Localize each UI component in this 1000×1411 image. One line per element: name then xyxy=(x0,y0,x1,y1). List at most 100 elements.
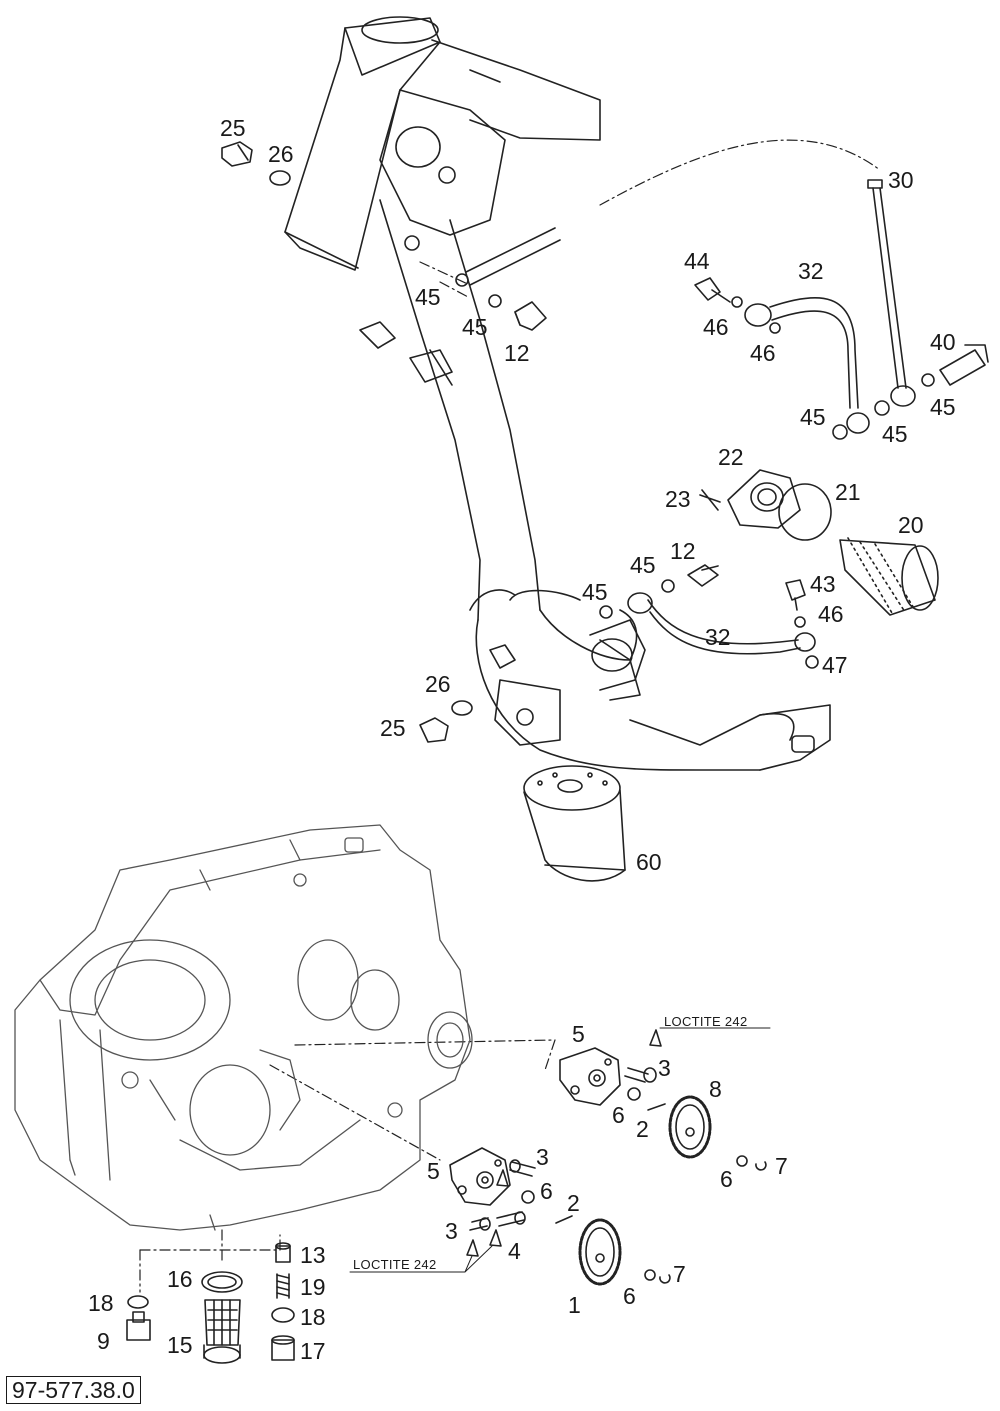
tube-30 xyxy=(867,179,916,407)
loctite-drop-upper xyxy=(649,1029,662,1047)
callout: 16 xyxy=(167,1266,193,1292)
loctite-drop-b xyxy=(466,1239,479,1257)
callout: 45 xyxy=(582,579,608,605)
callout: 6 xyxy=(623,1283,636,1309)
callout: 26 xyxy=(268,141,294,167)
filter-element-20 xyxy=(839,537,939,616)
pin-2-upper xyxy=(647,1103,666,1111)
callout: 2 xyxy=(567,1190,580,1216)
spring-19 xyxy=(276,1273,290,1299)
banjo-bolt-40 xyxy=(939,344,989,386)
callout: 18 xyxy=(88,1290,114,1316)
washer-45-f xyxy=(661,579,675,593)
gear-8 xyxy=(668,1095,712,1159)
o-ring-26-top xyxy=(269,170,291,186)
loctite-drop-c xyxy=(489,1229,502,1247)
callout: 1 xyxy=(568,1292,581,1318)
callout: 5 xyxy=(427,1158,440,1184)
screw-3-upper xyxy=(624,1067,657,1083)
callout: 26 xyxy=(425,671,451,697)
washer-6-right xyxy=(736,1155,748,1167)
washer-6-upper xyxy=(627,1087,641,1101)
washer-45-c xyxy=(921,373,935,387)
banjo-bolt-12-top xyxy=(514,301,547,331)
o-ring-26-lower xyxy=(451,700,473,716)
callout: 46 xyxy=(750,340,776,366)
leader-lines xyxy=(139,139,881,1293)
callout: 12 xyxy=(504,340,530,366)
callout: 13 xyxy=(300,1242,326,1268)
callout: 45 xyxy=(930,394,956,420)
callout: 32 xyxy=(798,258,824,284)
callout: 46 xyxy=(818,601,844,627)
o-ring-21 xyxy=(778,483,832,541)
washer-6-lower-a xyxy=(521,1190,535,1204)
hose-32-upper xyxy=(744,296,870,434)
callout: 8 xyxy=(709,1076,722,1102)
callout: 32 xyxy=(705,624,731,650)
washer-6-lower-b xyxy=(644,1269,656,1281)
callout: 44 xyxy=(684,248,710,274)
plug-25-top xyxy=(221,141,253,167)
callout: 45 xyxy=(882,421,908,447)
pin-2-lower xyxy=(555,1215,573,1224)
loctite-drop-a xyxy=(496,1169,509,1187)
callout: 25 xyxy=(380,715,406,741)
o-ring-18-left xyxy=(127,1295,149,1309)
filter-cover-22 xyxy=(727,469,801,529)
callout: 7 xyxy=(775,1153,788,1179)
banjo-bolt-12-mid xyxy=(687,564,719,587)
pump-cover-5-upper xyxy=(559,1047,621,1106)
callout: 15 xyxy=(167,1332,193,1358)
callout: 45 xyxy=(630,552,656,578)
callout: 43 xyxy=(810,571,836,597)
callout: 40 xyxy=(930,329,956,355)
plug-13 xyxy=(275,1242,291,1263)
pump-cover-5-lower xyxy=(449,1147,511,1206)
spin-on-filter-60 xyxy=(523,765,626,882)
circlip-7-lower xyxy=(659,1274,671,1284)
circlip-7-upper xyxy=(755,1161,767,1171)
plug-17 xyxy=(271,1335,295,1361)
screw-23 xyxy=(699,489,721,511)
callout: 60 xyxy=(636,849,662,875)
loctite-note-lower: LOCTITE 242 xyxy=(353,1257,437,1272)
callout: 45 xyxy=(462,314,488,340)
callout: 17 xyxy=(300,1338,326,1364)
washer-46-c xyxy=(794,616,806,628)
gear-1 xyxy=(578,1218,622,1286)
washer-45-a xyxy=(455,273,469,287)
callout: 19 xyxy=(300,1274,326,1300)
callout: 6 xyxy=(720,1166,733,1192)
washer-45-g xyxy=(599,605,613,619)
washer-47 xyxy=(805,655,819,669)
callout: 23 xyxy=(665,486,691,512)
frame xyxy=(284,16,831,771)
washer-45-e xyxy=(874,400,890,416)
callout: 3 xyxy=(658,1055,671,1081)
strainer-15 xyxy=(203,1299,241,1364)
o-ring-18-right xyxy=(271,1307,295,1323)
callout: 25 xyxy=(220,115,246,141)
banjo-bolt-44 xyxy=(694,277,731,303)
washer-45-b xyxy=(488,294,502,308)
callout: 7 xyxy=(673,1261,686,1287)
o-ring-16 xyxy=(201,1271,243,1293)
callout: 45 xyxy=(415,284,441,310)
document-number: 97-577.38.0 xyxy=(6,1376,141,1404)
loctite-note-upper: LOCTITE 242 xyxy=(664,1014,748,1029)
callout: 6 xyxy=(540,1178,553,1204)
loctite-leader-lower xyxy=(349,1245,493,1273)
callout: 3 xyxy=(536,1144,549,1170)
hose-32-lower xyxy=(627,592,816,655)
callout: 6 xyxy=(612,1102,625,1128)
callout: 22 xyxy=(718,444,744,470)
banjo-bolt-43 xyxy=(785,579,806,611)
callout: 47 xyxy=(822,652,848,678)
callout: 45 xyxy=(800,404,826,430)
washer-46-a xyxy=(731,296,743,308)
screw-3-lower-a xyxy=(509,1159,536,1177)
callout: 20 xyxy=(898,512,924,538)
washer-45-d xyxy=(832,424,848,440)
